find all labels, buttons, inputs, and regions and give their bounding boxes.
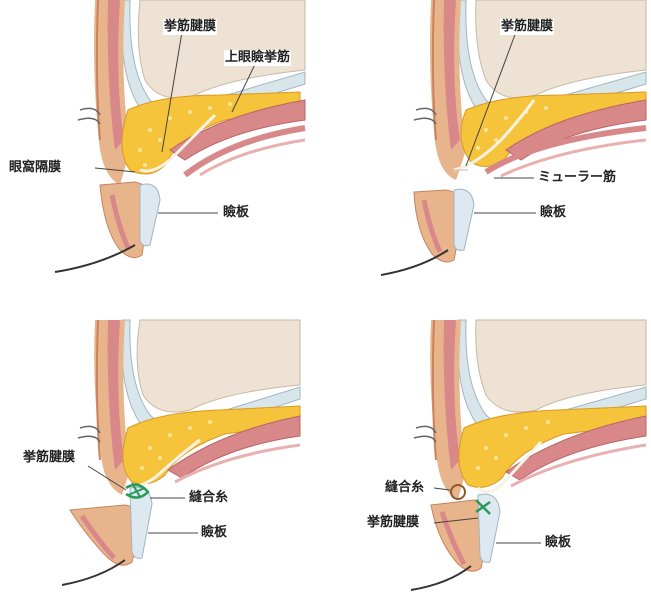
label-aponeurosis: 挙筋腱膜 [163, 19, 217, 35]
label-muller-muscle: ミューラー筋 [537, 170, 617, 186]
label-tarsus: 瞼板 [539, 205, 567, 221]
panel-3-illustration [0, 300, 325, 593]
tarsus-plate [140, 184, 160, 246]
label-levator-muscle: 上眼瞼挙筋 [224, 50, 291, 66]
tarsus-plate [454, 189, 474, 250]
label-tarsus: 瞼板 [222, 205, 250, 221]
label-aponeurosis: 挙筋腱膜 [500, 19, 554, 35]
label-tarsus: 瞼板 [200, 525, 228, 541]
panel-4-illustration [326, 300, 651, 593]
label-tarsus: 瞼板 [544, 535, 572, 551]
label-suture: 縫合糸 [384, 480, 425, 496]
label-orbital-septum: 眼窩隔膜 [8, 160, 62, 176]
label-aponeurosis: 挙筋腱膜 [22, 450, 76, 466]
panel-4-suture: 縫合糸 挙筋腱膜 瞼板 [326, 300, 651, 593]
eyelash [411, 566, 471, 590]
label-aponeurosis: 挙筋腱膜 [366, 515, 420, 531]
panel-2-anatomy: 挙筋腱膜 ミューラー筋 瞼板 [326, 0, 651, 296]
panel-1-illustration [0, 0, 325, 296]
panel-2-illustration [326, 0, 651, 296]
panel-1-anatomy: 挙筋腱膜 上眼瞼挙筋 眼窩隔膜 瞼板 [0, 0, 325, 296]
eyelash [62, 560, 125, 585]
label-suture: 縫合糸 [188, 490, 229, 506]
panel-3-suture: 挙筋腱膜 縫合糸 瞼板 [0, 300, 325, 593]
